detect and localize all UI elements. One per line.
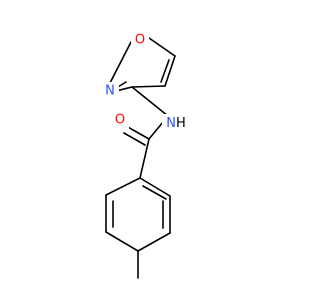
bond-benz-6 [137,232,171,252]
bond-o-c5 [148,37,176,57]
atom-labels: O N NH O [101,31,190,132]
amide-hydrogen: H [176,116,186,131]
bonds [105,37,176,279]
amide-nh-label: NH [166,116,186,131]
bond-benz-inner-3 [142,185,167,200]
bond-carbonyl-ring [139,138,150,179]
bond-c5-c4-inner [160,59,170,83]
bond-n-o [109,41,132,84]
bond-c5-c4 [164,55,176,87]
bond-benz-1 [105,177,141,196]
bond-c4-c3 [131,85,166,88]
molecule-canvas: O N NH O [101,31,190,279]
isoxazole-nitrogen-label: N [105,84,115,99]
carbonyl-oxygen-label: O [115,113,125,128]
bond-benz-5 [105,231,139,252]
bond-c3-n-inner [117,81,127,88]
structure-diagram: O N NH O [101,31,190,279]
bond-carbonyl-o [125,125,150,140]
amide-nitrogen: N [166,116,176,131]
bond-carbonyl-o-inner [123,132,146,146]
isoxazole-oxygen-label: O [135,33,145,48]
bond-benz-2 [139,177,171,197]
bond-c3-nh [131,86,169,117]
